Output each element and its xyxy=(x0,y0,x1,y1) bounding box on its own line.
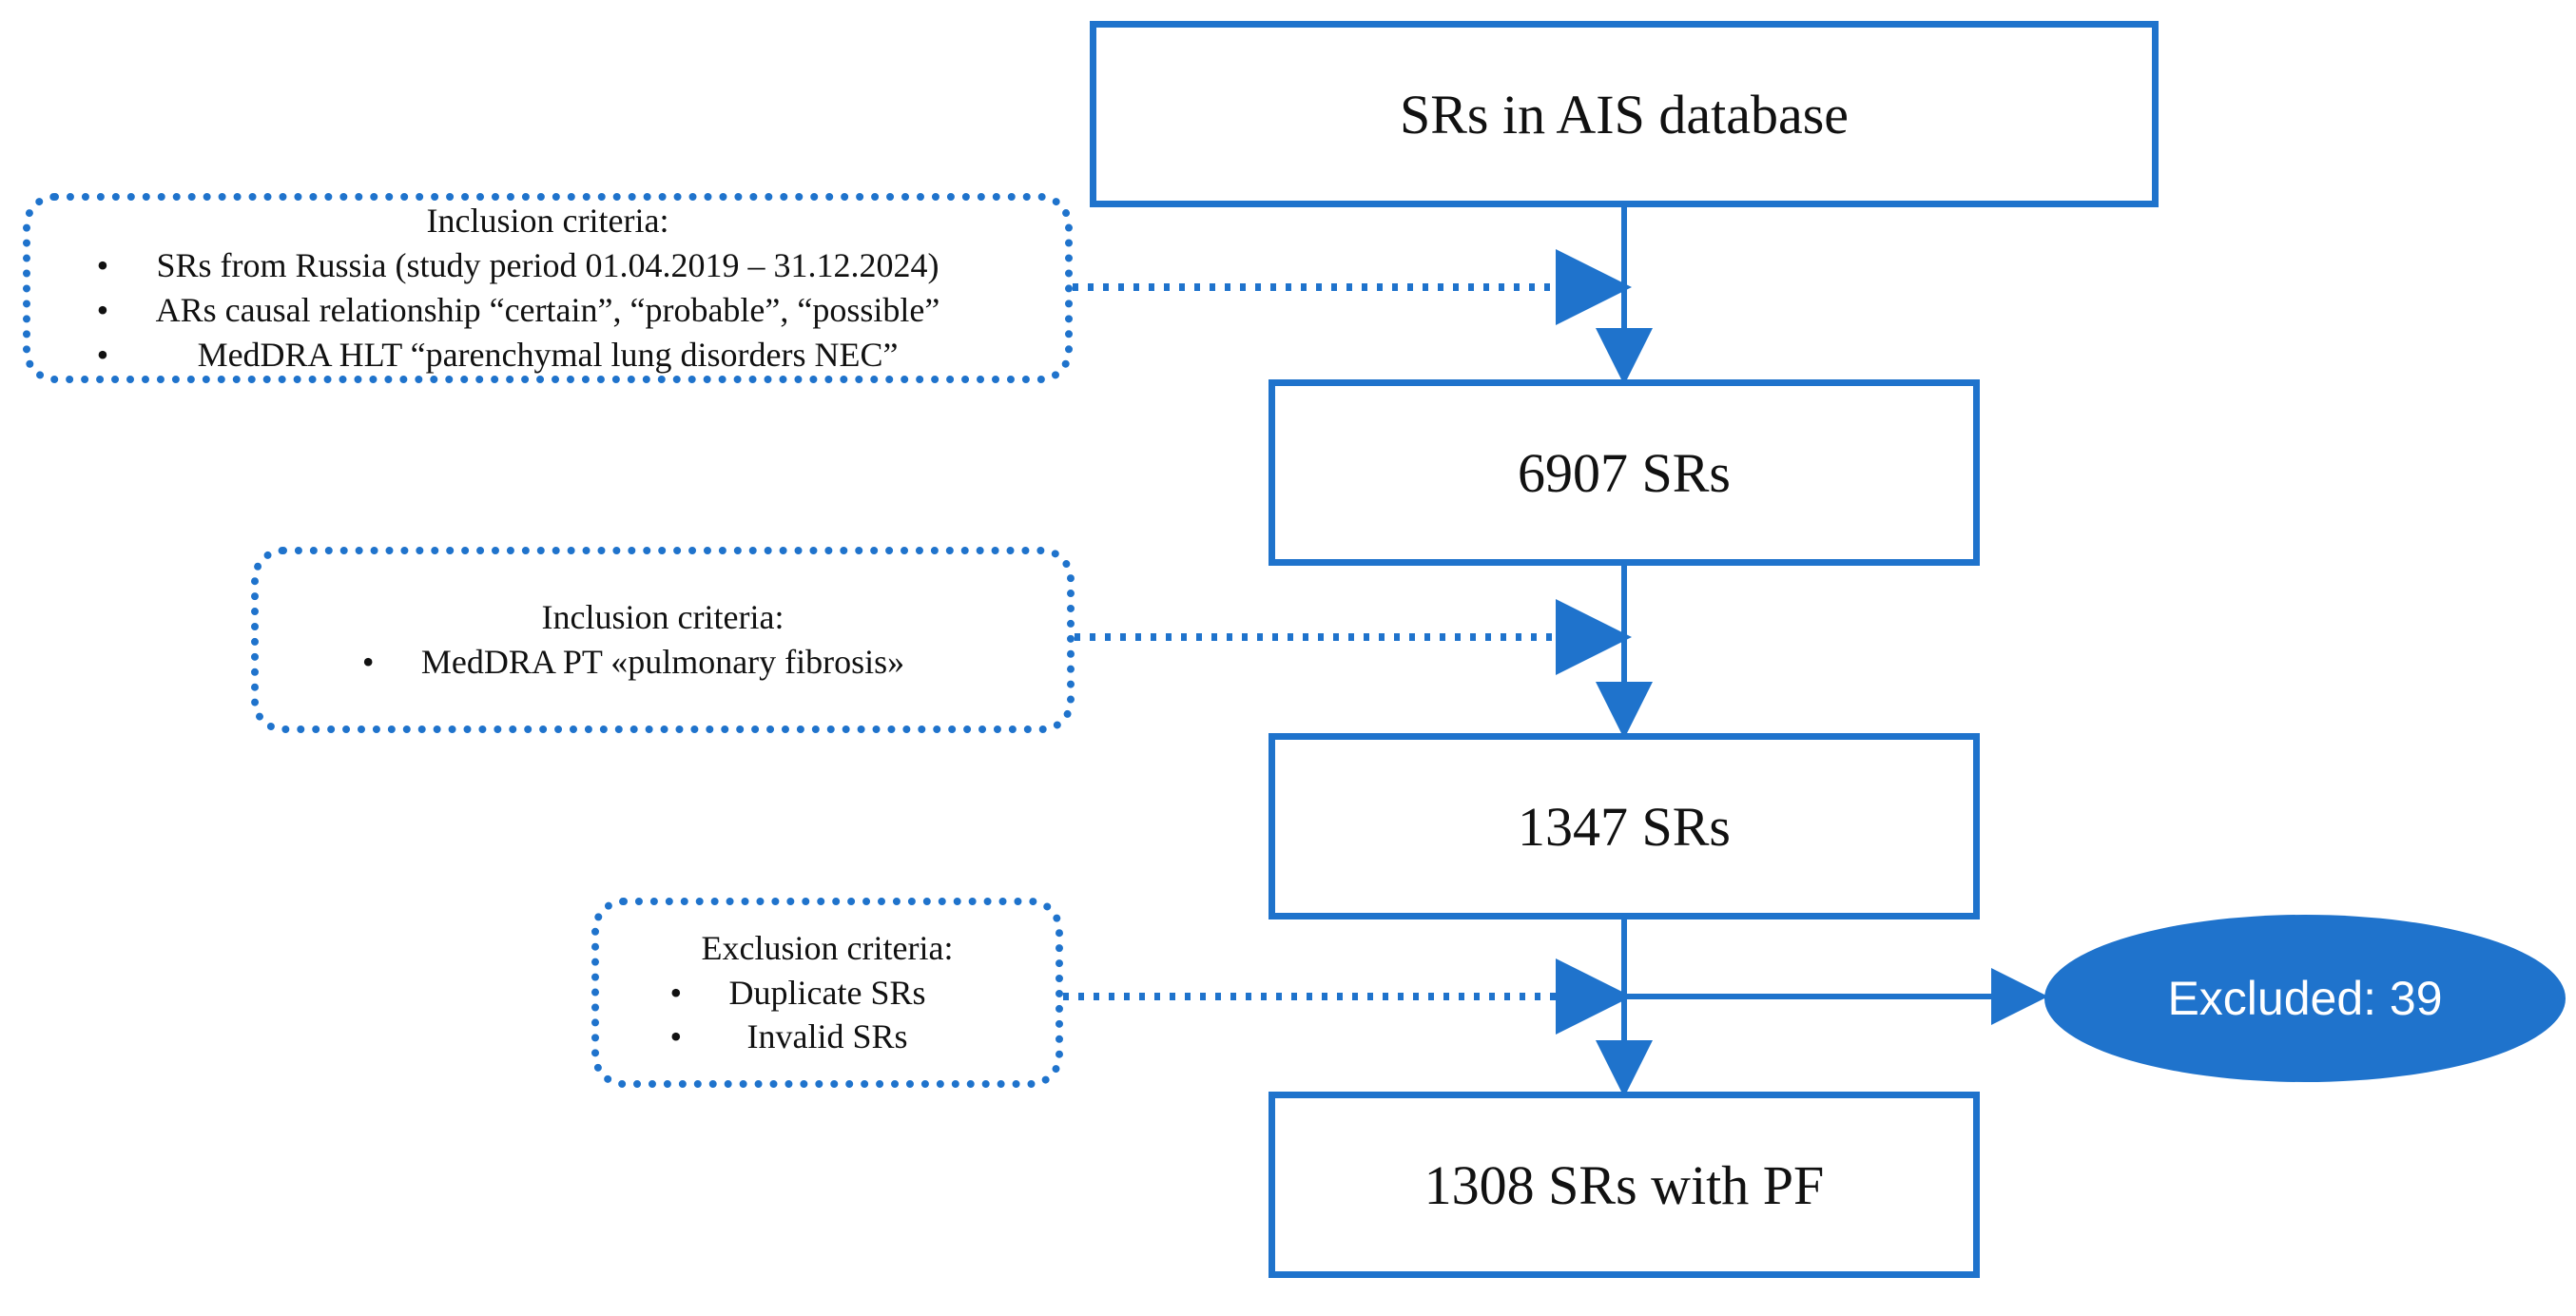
criteria-title: Inclusion criteria: xyxy=(541,598,784,637)
stage-label: 1308 SRs with PF xyxy=(1424,1153,1825,1216)
stage-label: 1347 SRs xyxy=(1517,795,1731,858)
stage-box-6907: 6907 SRs xyxy=(1269,379,1980,566)
stage-box-database: SRs in AIS database xyxy=(1090,21,2159,207)
stage-box-1347: 1347 SRs xyxy=(1269,733,1980,919)
criteria-item: Invalid SRs xyxy=(670,1015,926,1059)
inclusion-criteria-box-1: Inclusion criteria: SRs from Russia (stu… xyxy=(23,193,1073,383)
criteria-list: SRs from Russia (study period 01.04.2019… xyxy=(97,243,940,377)
excluded-oval: Excluded: 39 xyxy=(2044,915,2566,1082)
stage-box-1308: 1308 SRs with PF xyxy=(1269,1092,1980,1278)
criteria-list: Duplicate SRs Invalid SRs xyxy=(670,971,926,1060)
criteria-item: SRs from Russia (study period 01.04.2019… xyxy=(97,243,940,288)
criteria-title: Exclusion criteria: xyxy=(701,928,954,967)
excluded-label: Excluded: 39 xyxy=(2167,972,2443,1025)
criteria-item: MedDRA PT «pulmonary fibrosis» xyxy=(362,640,904,685)
criteria-item: Duplicate SRs xyxy=(670,971,926,1016)
criteria-item: MedDRA HLT “parenchymal lung disorders N… xyxy=(97,333,940,377)
criteria-list: MedDRA PT «pulmonary fibrosis» xyxy=(362,640,904,685)
criteria-title: Inclusion criteria: xyxy=(426,202,669,241)
stage-label: SRs in AIS database xyxy=(1399,83,1850,145)
exclusion-criteria-box: Exclusion criteria: Duplicate SRs Invali… xyxy=(591,898,1063,1088)
inclusion-criteria-box-2: Inclusion criteria: MedDRA PT «pulmonary… xyxy=(251,547,1075,733)
criteria-item: ARs causal relationship “certain”, “prob… xyxy=(97,288,940,333)
stage-label: 6907 SRs xyxy=(1517,441,1731,504)
